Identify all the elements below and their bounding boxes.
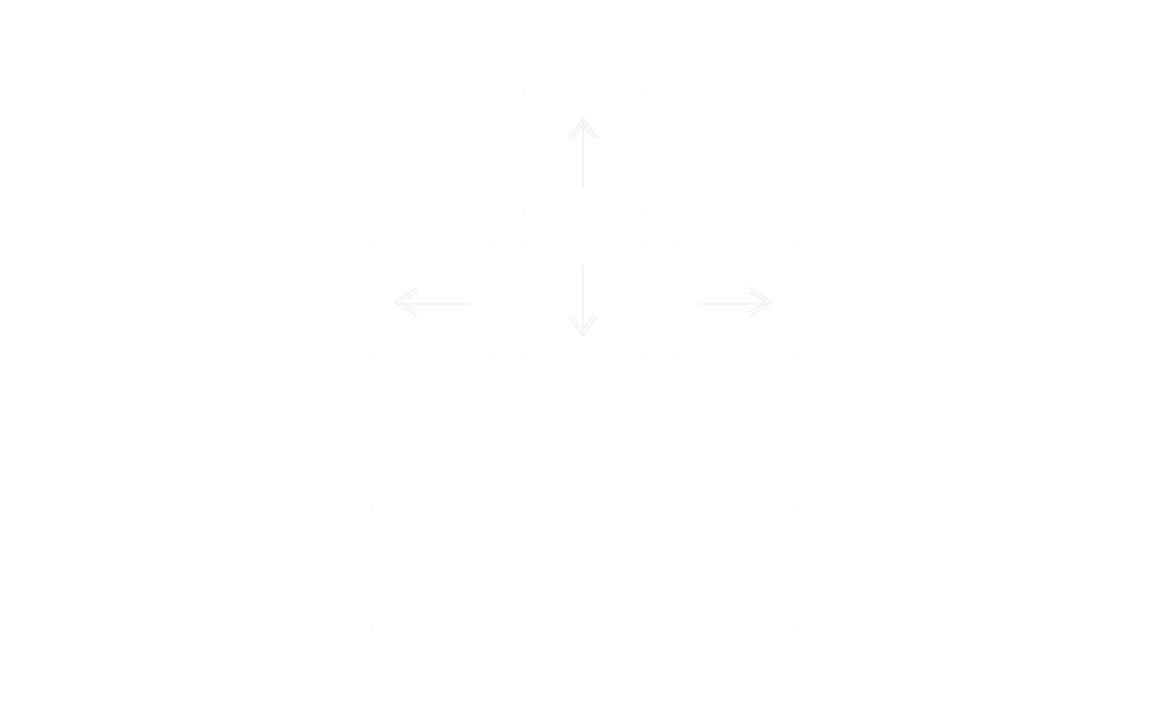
key-corner: [641, 210, 643, 212]
key-corner: [676, 243, 678, 245]
key-corner: [794, 626, 796, 628]
arrow-right-icon: [697, 286, 773, 317]
key-corner: [523, 92, 525, 94]
key-corner: [371, 358, 373, 360]
down-arrow-key[interactable]: [523, 243, 643, 360]
key-corner: [641, 92, 643, 94]
key-corner: [641, 358, 643, 360]
arrow-up-icon: [568, 117, 598, 189]
key-corner: [371, 243, 373, 245]
key-corner: [794, 508, 796, 510]
arrow-down-icon: [568, 264, 598, 337]
key-corner: [523, 210, 525, 212]
key-corner: [641, 243, 643, 245]
key-corner: [794, 243, 796, 245]
key-corner: [794, 358, 796, 360]
space-key[interactable]: [371, 508, 796, 628]
key-corner: [676, 358, 678, 360]
arrow-left-icon: [394, 286, 470, 317]
up-arrow-key[interactable]: [523, 92, 643, 212]
key-corner: [371, 508, 373, 510]
key-corner: [489, 358, 491, 360]
key-corner: [371, 626, 373, 628]
right-arrow-key[interactable]: [676, 243, 796, 360]
left-arrow-key[interactable]: [371, 243, 491, 360]
key-corner: [489, 243, 491, 245]
key-corner: [523, 243, 525, 245]
key-corner: [523, 358, 525, 360]
